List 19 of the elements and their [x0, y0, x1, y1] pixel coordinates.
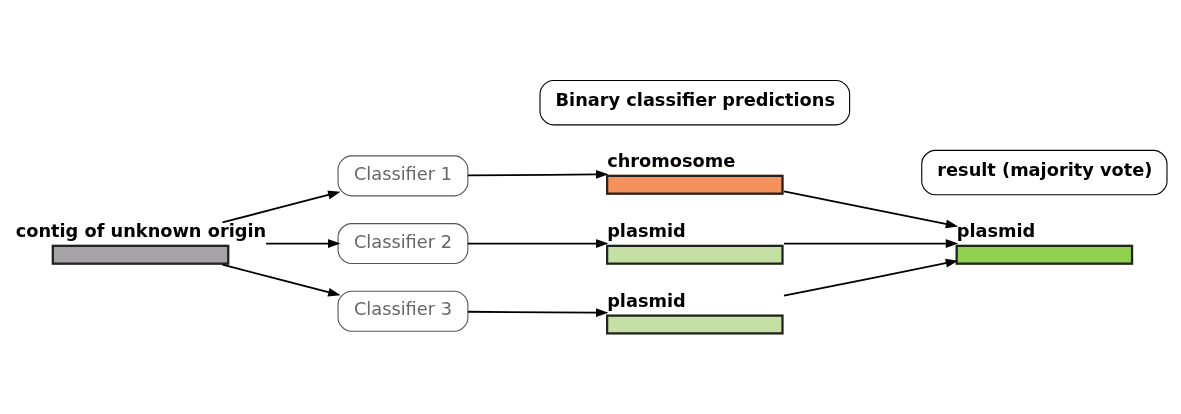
node-label: plasmid	[607, 290, 686, 311]
arrow	[467, 238, 609, 248]
node-box: Binary classifier predictions	[539, 79, 851, 125]
arrow	[783, 258, 959, 297]
node-label: chromosome	[607, 150, 736, 171]
node-label: plasmid	[956, 220, 1036, 241]
node-box: Classifier 3	[337, 290, 469, 332]
node-label: contig of unknown origin	[15, 220, 267, 241]
arrow	[783, 190, 959, 228]
arrow	[265, 238, 341, 248]
arrow	[221, 190, 341, 223]
node-box: Classifier 1	[337, 154, 469, 196]
node-label: plasmid	[607, 220, 686, 241]
node-box: Classifier 2	[337, 222, 469, 264]
arrow	[783, 238, 959, 248]
arrow	[467, 307, 609, 317]
node-box: result (majority vote)	[921, 149, 1168, 195]
arrow	[467, 169, 609, 179]
arrow	[221, 263, 341, 296]
